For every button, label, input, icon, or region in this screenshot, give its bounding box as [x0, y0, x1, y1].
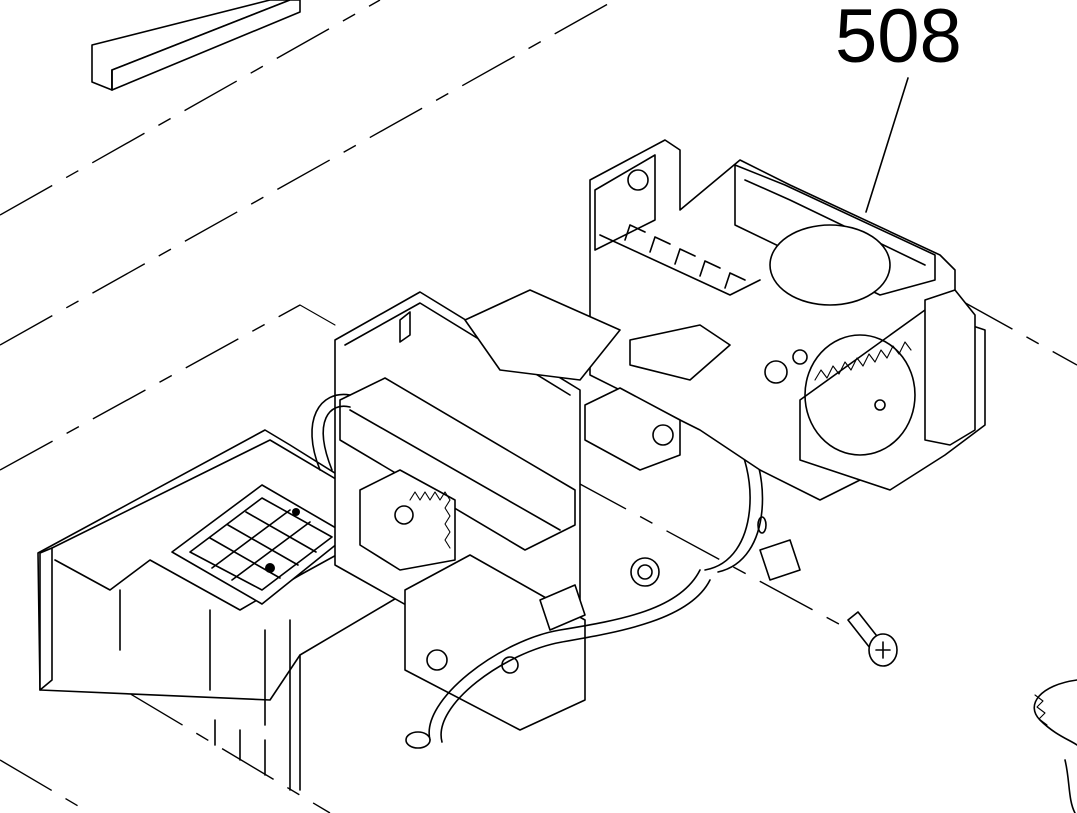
lever-parts [464, 289, 731, 471]
fastener-details [539, 349, 808, 631]
center-gear [359, 469, 456, 571]
callout-leader [865, 77, 909, 213]
ink-tube [311, 393, 764, 749]
drive-gear [799, 289, 986, 491]
cable-fragment [1033, 679, 1077, 813]
rail-bar [91, 0, 301, 91]
callout-number-label: 508 [835, 0, 962, 79]
screw [847, 611, 898, 667]
